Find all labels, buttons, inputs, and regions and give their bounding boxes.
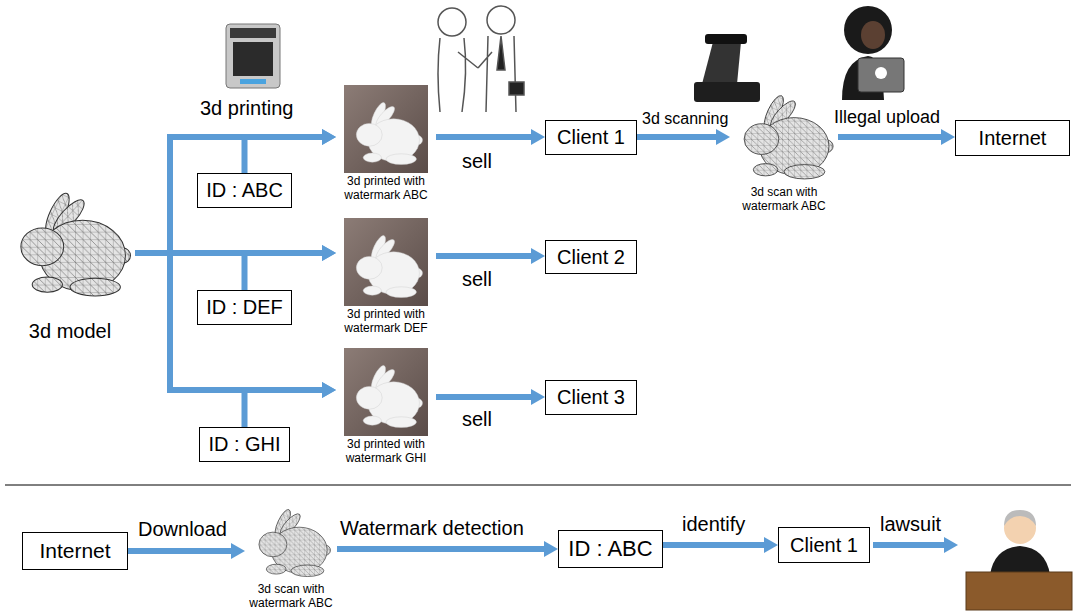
judge-bench (966, 572, 1072, 610)
figure-body (438, 38, 478, 112)
printed-photo (336, 348, 436, 436)
text-box: ID : ABC (558, 530, 663, 568)
judge-icon (966, 510, 1072, 610)
printed-bunny (356, 364, 422, 428)
box-label: Internet (39, 539, 110, 563)
printed-figure: 3d printed with watermark GHI (336, 348, 436, 466)
mesh-bunny (245, 503, 337, 581)
mesh-bunny (730, 88, 838, 184)
flow-arrow (838, 134, 941, 140)
edge-label: identify (682, 513, 745, 535)
box-label: Client 3 (557, 386, 625, 409)
printer-opening (233, 42, 273, 76)
figure-caption: 3d scan with watermark ABC (730, 186, 838, 214)
laptop (858, 58, 904, 92)
scan-figure: 3d scan with watermark ABC (245, 503, 337, 611)
mesh-bunny-shape (744, 93, 833, 179)
text-box: Internet (955, 120, 1070, 156)
printer-top (230, 28, 276, 38)
figure-caption: 3d printed with watermark DEF (336, 308, 436, 336)
edge-label: Download (138, 518, 227, 540)
flow-arrow (663, 542, 764, 548)
flow-arrow (245, 253, 323, 290)
hacker-face (861, 21, 885, 49)
text-box: ID : GHI (199, 427, 290, 462)
separator-line (5, 485, 1071, 486)
printer-body (226, 24, 280, 88)
flow-arrow (436, 394, 531, 400)
flow-arrow (128, 548, 231, 554)
figure-head (438, 8, 466, 36)
skull-mark (875, 67, 887, 79)
flow-arrow (245, 390, 323, 427)
scanner-icon (694, 34, 760, 102)
photo-background (344, 85, 428, 173)
free-label: 3d printing (200, 97, 293, 119)
mesh-bunny (5, 168, 135, 318)
briefcase (509, 82, 524, 95)
printed-bunny (356, 101, 422, 165)
flow-arrow (337, 546, 544, 552)
flow-arrow (436, 134, 531, 140)
mesh-bunny-shape (259, 508, 331, 577)
box-label: ID : ABC (206, 179, 283, 202)
edge-label: 3d scanning (642, 110, 728, 128)
edge-label: sell (462, 150, 492, 172)
box-label: Client 2 (557, 246, 625, 269)
edge-label: sell (462, 268, 492, 290)
mesh-bunny-shape (21, 190, 131, 296)
text-box: Client 2 (545, 240, 637, 274)
photo-background (344, 348, 428, 436)
scan-figure: 3d scan with watermark ABC (730, 88, 838, 214)
handshake-figures (438, 6, 524, 112)
printed-photo (336, 85, 436, 173)
text-box: Internet (22, 532, 128, 570)
figure-caption: 3d scan with watermark ABC (245, 583, 337, 611)
figure-body (478, 36, 516, 112)
box-label: ID : ABC (568, 536, 652, 562)
scanner-arm (702, 42, 741, 84)
flow-arrow (637, 134, 716, 140)
text-box: ID : ABC (197, 173, 292, 208)
flow-arrow (245, 137, 323, 173)
box-label: Internet (979, 127, 1047, 150)
edge-label: Watermark detection (340, 517, 524, 539)
model-figure: 3d model (5, 168, 135, 343)
text-box: Client 3 (545, 380, 637, 415)
flow-arrow (135, 253, 322, 390)
judge-hair (1004, 510, 1036, 526)
printed-photo (336, 218, 436, 306)
figure-head (487, 6, 515, 34)
printer-icon (226, 24, 280, 88)
scanner-head (705, 34, 747, 44)
edge-label: Illegal upload (834, 108, 940, 128)
judge-robe (990, 546, 1050, 575)
text-box: Client 1 (545, 120, 637, 155)
hacker-hood (844, 6, 892, 54)
printed-figure: 3d printed with watermark ABC (336, 85, 436, 203)
lawsuit-arrow (873, 542, 944, 548)
box-label: ID : GHI (208, 433, 280, 456)
figure-caption: 3d printed with watermark GHI (336, 438, 436, 466)
hacker-icon (842, 6, 904, 100)
free-label: lawsuit (880, 513, 941, 535)
flow-arrow (135, 137, 322, 253)
scanner-base (694, 82, 760, 102)
printer-screen (240, 79, 266, 84)
box-label: Client 1 (790, 534, 858, 557)
text-box: Client 1 (778, 527, 870, 563)
figure-tie (497, 36, 505, 70)
edge-label: sell (462, 408, 492, 430)
printed-bunny (356, 234, 422, 298)
box-label: ID : DEF (206, 296, 283, 319)
photo-background (344, 218, 428, 306)
box-label: Client 1 (557, 126, 625, 149)
flow-arrow (436, 253, 531, 259)
text-box: ID : DEF (197, 290, 292, 325)
figure-title: 3d model (29, 320, 111, 343)
figure-caption: 3d printed with watermark ABC (336, 175, 436, 203)
printed-figure: 3d printed with watermark DEF (336, 218, 436, 336)
